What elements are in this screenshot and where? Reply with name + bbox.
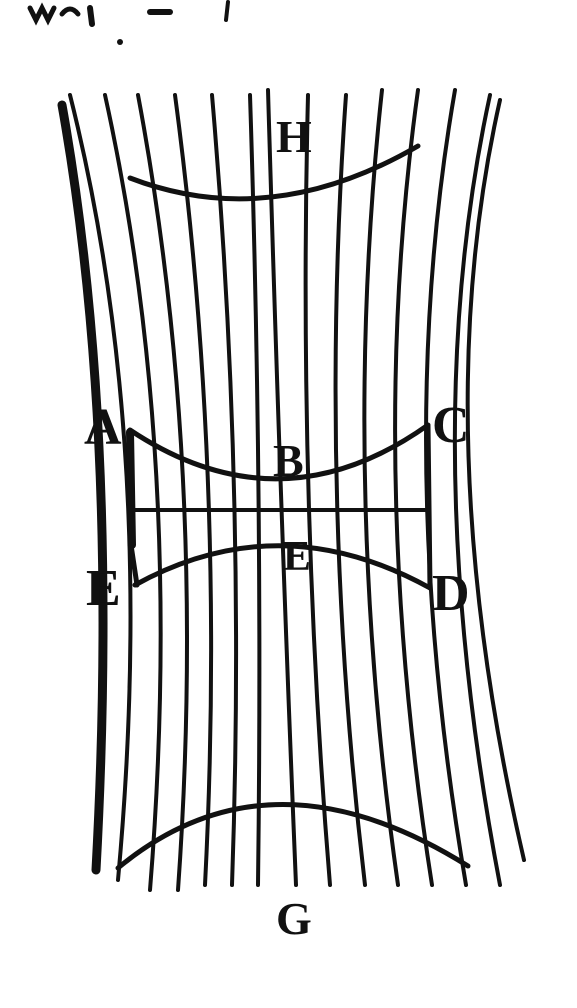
ray-line bbox=[248, 93, 262, 887]
ray-line bbox=[393, 88, 434, 887]
ray-line bbox=[333, 93, 367, 887]
ray-line bbox=[136, 93, 189, 892]
lens-bottom-surface bbox=[132, 543, 433, 591]
ray-line bbox=[465, 98, 526, 862]
arc-h bbox=[127, 143, 421, 202]
ray-line bbox=[362, 88, 400, 887]
ray-line bbox=[57, 100, 108, 875]
lens bbox=[126, 422, 433, 591]
ray-line bbox=[452, 93, 502, 887]
label-e-center: E bbox=[283, 534, 311, 580]
header-fragment bbox=[27, 0, 230, 45]
lens-right-edge bbox=[425, 423, 433, 591]
label-b: B bbox=[273, 435, 304, 486]
ray-line bbox=[303, 93, 332, 887]
label-d: D bbox=[432, 565, 470, 622]
ray-line bbox=[68, 93, 133, 882]
label-h: H bbox=[276, 111, 312, 162]
ray-line bbox=[173, 93, 214, 887]
lens-left-edge-lower bbox=[128, 542, 140, 588]
label-g: G bbox=[276, 893, 312, 944]
ray-line bbox=[210, 93, 239, 887]
label-a: A bbox=[84, 399, 122, 456]
ray-line bbox=[103, 93, 163, 892]
lens-left-edge bbox=[126, 428, 136, 549]
ray-line bbox=[424, 88, 468, 887]
lens-top-surface bbox=[127, 422, 431, 482]
arc-g bbox=[115, 802, 471, 871]
ray-line bbox=[266, 88, 298, 887]
label-e-left: E bbox=[86, 560, 121, 617]
label-c: C bbox=[432, 397, 470, 454]
